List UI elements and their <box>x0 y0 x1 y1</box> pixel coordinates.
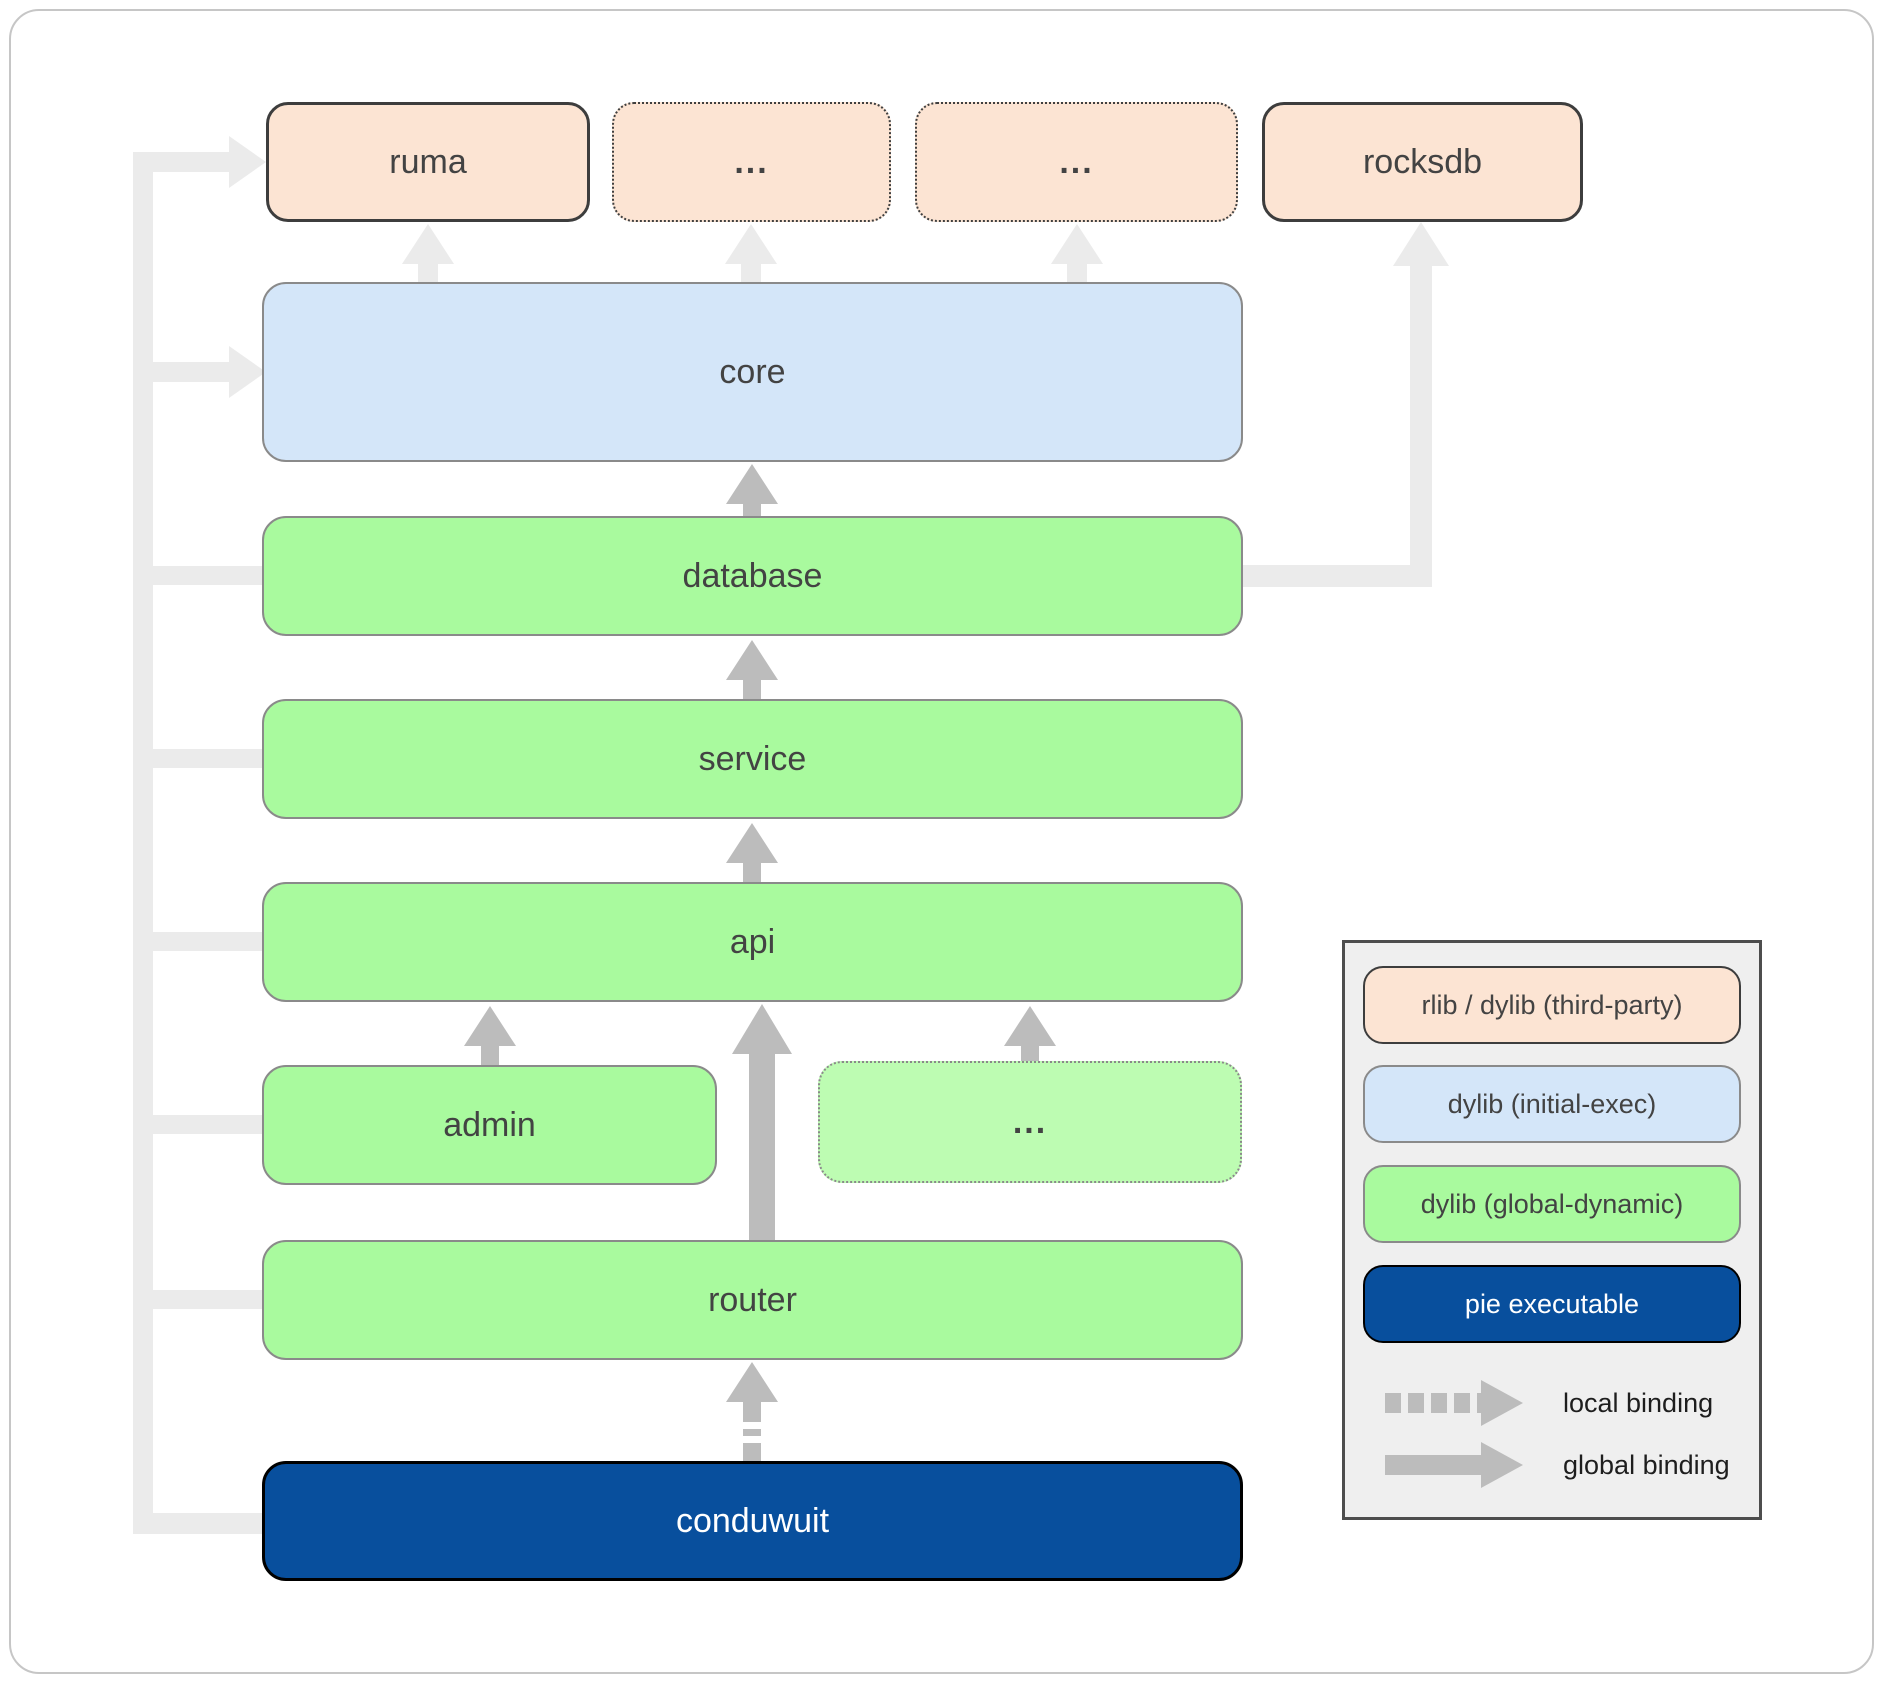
node-database: database <box>262 516 1243 636</box>
node-router: router <box>262 1240 1243 1360</box>
bus-to-conduwuit <box>133 1513 262 1534</box>
legend-item-third-party: rlib / dylib (third-party) <box>1363 966 1741 1044</box>
arrowhead <box>1004 1006 1056 1046</box>
node-thirdparty-ellipsis-1: ... <box>612 102 891 222</box>
node-core-label: core <box>719 352 786 391</box>
bus-stub-service <box>151 749 262 768</box>
bus-stub-database <box>151 566 262 585</box>
bus-branch-ruma-shaft <box>151 152 229 172</box>
node-rocksdb-label: rocksdb <box>1362 142 1483 181</box>
arrowhead <box>402 224 454 264</box>
arrowhead <box>726 640 778 680</box>
local-binding-label: local binding <box>1563 1388 1714 1418</box>
arrowhead <box>726 1362 778 1402</box>
bus-stub-admin <box>151 1115 262 1134</box>
node-thirdparty-ellipsis-2: ... <box>915 102 1238 222</box>
legend-item-pie-executable: pie executable <box>1363 1265 1741 1343</box>
local-binding-arrowhead <box>1481 1380 1523 1426</box>
arrowhead <box>726 464 778 504</box>
node-admin-label: admin <box>443 1105 536 1144</box>
local-binding-arrow-shaft <box>1385 1393 1485 1413</box>
shaft <box>1067 260 1087 283</box>
node-ellipsis-label: ... <box>1059 142 1094 181</box>
node-ruma: ruma <box>266 102 590 222</box>
arrowhead <box>732 1004 792 1054</box>
legend: rlib / dylib (third-party) dylib (initia… <box>1342 940 1762 1520</box>
shaft <box>1021 1042 1039 1062</box>
dash-gap <box>743 1436 761 1443</box>
global-binding-arrow-shaft <box>1385 1455 1485 1475</box>
legend-global-binding-row: global binding <box>1345 1442 1759 1488</box>
arrowhead <box>725 224 777 264</box>
node-admin: admin <box>262 1065 717 1185</box>
node-ruma-label: ruma <box>389 142 467 181</box>
vertical-shaft <box>1410 262 1432 587</box>
node-service: service <box>262 699 1243 819</box>
bus-stub-api <box>151 932 262 951</box>
node-conduwuit: conduwuit <box>262 1461 1243 1581</box>
global-binding-arrowhead <box>1481 1442 1523 1488</box>
global-binding-label: global binding <box>1563 1450 1730 1480</box>
horizontal-shaft <box>1242 565 1432 587</box>
node-rocksdb: rocksdb <box>1262 102 1583 222</box>
bus-branch-ruma-arrowhead <box>229 136 266 188</box>
legend-item-label: rlib / dylib (third-party) <box>1421 989 1683 1020</box>
legend-local-binding-row: local binding <box>1345 1380 1759 1426</box>
shaft <box>743 676 761 700</box>
bus-vertical-line <box>133 152 153 1534</box>
dash-gap <box>743 1422 761 1429</box>
bus-stub-router <box>151 1290 262 1309</box>
legend-item-label: dylib (initial-exec) <box>1447 1088 1657 1119</box>
arrowhead <box>1393 222 1449 266</box>
node-router-label: router <box>708 1280 797 1319</box>
node-ellipsis-label: ... <box>734 142 769 181</box>
legend-item-initial-exec: dylib (initial-exec) <box>1363 1065 1741 1143</box>
arrowhead <box>1051 224 1103 264</box>
shaft <box>481 1042 499 1066</box>
legend-item-global-dynamic: dylib (global-dynamic) <box>1363 1165 1741 1243</box>
node-ellipsis-label: ... <box>1012 1102 1048 1141</box>
shaft <box>749 1050 775 1241</box>
bus-branch-core-arrowhead <box>229 346 266 398</box>
arrowhead <box>464 1006 516 1046</box>
node-conduwuit-label: conduwuit <box>675 1501 830 1540</box>
arrowhead <box>726 823 778 863</box>
node-core: core <box>262 282 1243 462</box>
shaft <box>418 260 438 283</box>
shaft <box>743 1398 761 1462</box>
legend-item-label: dylib (global-dynamic) <box>1420 1188 1684 1219</box>
node-dylib-ellipsis: ... <box>818 1061 1242 1183</box>
node-api: api <box>262 882 1243 1002</box>
legend-item-label: pie executable <box>1464 1288 1640 1319</box>
canvas-frame <box>9 9 1874 1674</box>
node-database-label: database <box>682 556 823 595</box>
node-service-label: service <box>698 739 807 778</box>
bus-branch-core-shaft <box>151 362 229 382</box>
shaft <box>741 260 761 283</box>
shaft <box>743 500 761 517</box>
node-api-label: api <box>729 922 776 961</box>
shaft <box>743 859 761 883</box>
